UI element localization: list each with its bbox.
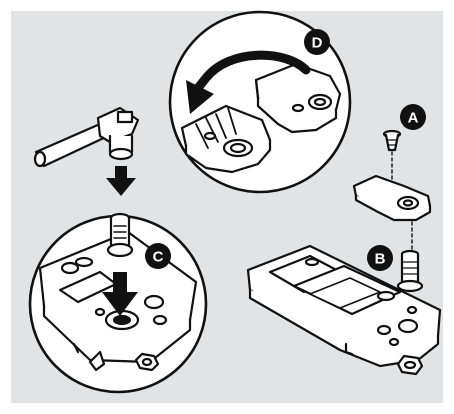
- wrench-down-arrow: [106, 166, 136, 196]
- badge-b: B: [367, 245, 393, 271]
- badge-c: C: [145, 243, 171, 269]
- badge-a: A: [400, 104, 426, 130]
- badge-a-label: A: [408, 110, 419, 127]
- screw-a: [384, 131, 400, 150]
- badge-d: D: [304, 29, 330, 55]
- badge-c-label: C: [153, 249, 164, 266]
- badge-d-label: D: [312, 35, 323, 52]
- screw-b: [398, 251, 422, 291]
- badge-b-label: B: [375, 251, 386, 268]
- bottom-nut: [398, 356, 422, 374]
- detail-c-group: [30, 214, 206, 392]
- torque-wrench: [35, 108, 138, 166]
- small-bracket: [354, 176, 430, 220]
- detail-c-screw: [108, 214, 132, 256]
